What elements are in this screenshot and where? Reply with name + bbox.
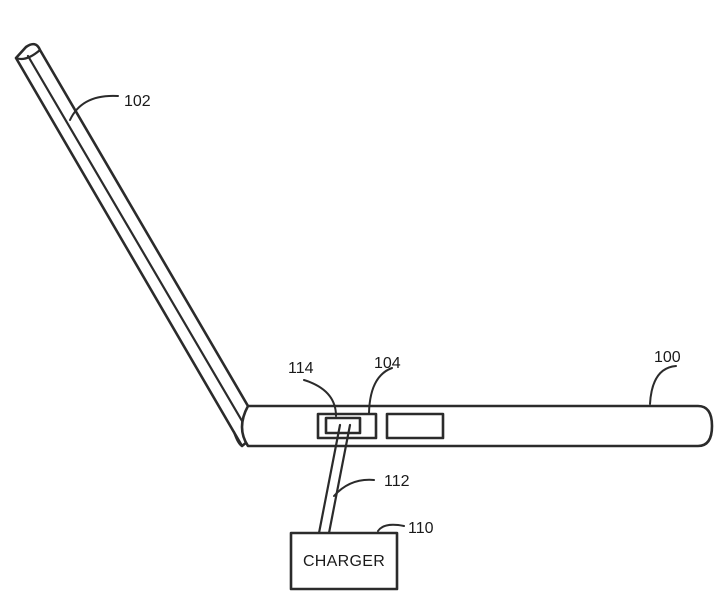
label-110: 110: [408, 520, 434, 537]
leader-104: [368, 367, 393, 414]
leader-112: [333, 478, 375, 497]
label-112: 112: [384, 473, 410, 490]
secondary-port: [385, 412, 445, 440]
leader-102: [69, 94, 119, 121]
laptop-base: [240, 404, 714, 448]
leader-114: [303, 379, 337, 417]
label-100: 100: [654, 349, 681, 366]
reference-numerals: 102 100 104 114 112 110: [124, 93, 681, 537]
charger-box-text: CHARGER: [303, 553, 385, 570]
leader-110: [377, 523, 405, 532]
charging-cable: [317, 423, 352, 535]
leader-100: [649, 365, 677, 405]
charger-box: CHARGER: [289, 531, 399, 591]
leader-lines: [69, 94, 677, 532]
label-114: 114: [288, 360, 314, 377]
label-102: 102: [124, 93, 151, 110]
label-104: 104: [374, 355, 401, 372]
laptop-lid: [14, 42, 264, 448]
connector: [324, 416, 362, 435]
